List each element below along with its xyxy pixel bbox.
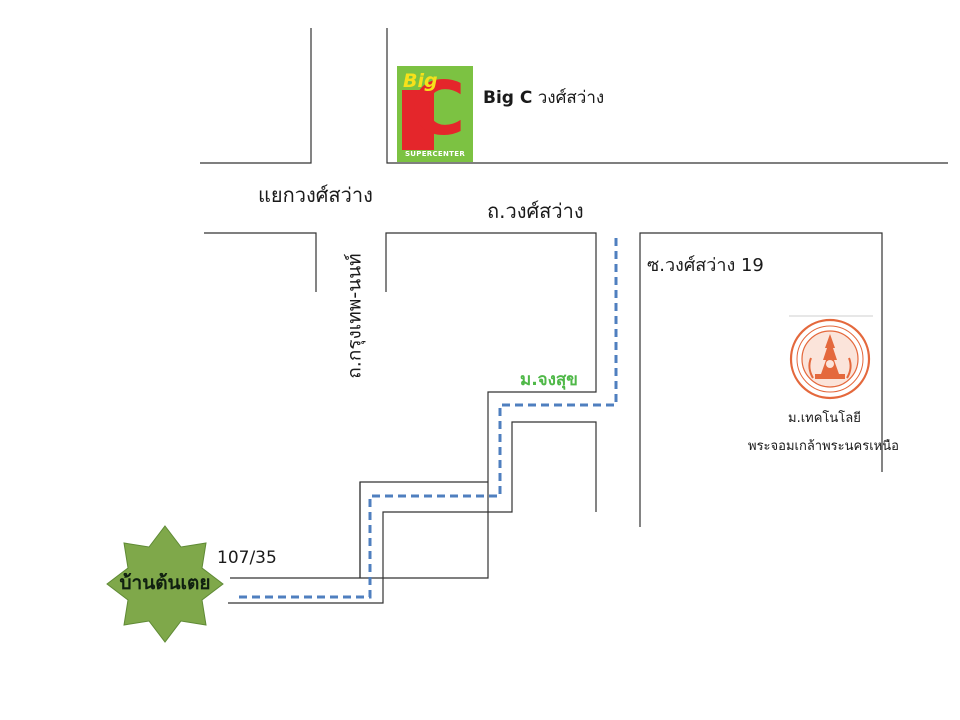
soi-19-label: ซ.วงศ์สว่าง 19 — [647, 255, 764, 276]
university-name-line1: ม.เทคโนโลยี — [788, 411, 861, 426]
home-label: บ้านต้นเตย — [119, 572, 211, 594]
home-star-icon — [106, 525, 224, 643]
bigc-logo: C Big SUPERCENTER — [397, 66, 473, 162]
bigc-logo-subtitle: SUPERCENTER — [404, 150, 466, 158]
university-name-line2: พระจอมเกล้าพระนครเหนือ — [748, 439, 899, 454]
road-edge — [386, 28, 948, 164]
route-path — [238, 238, 618, 599]
road-edge — [359, 481, 488, 578]
university-seal-icon — [789, 318, 871, 400]
road-edge — [204, 232, 317, 292]
intersection-label: แยกวงศ์สว่าง — [258, 183, 373, 207]
bigc-label: Big C วงศ์สว่าง — [483, 90, 604, 107]
road-edge — [228, 421, 597, 604]
bigc-logo-letter: C — [411, 66, 466, 152]
road-edge — [200, 28, 312, 164]
bigc-name-latin: Big C — [483, 88, 533, 108]
road-edge — [230, 232, 597, 579]
krungthep-nonthaburi-road-label: ถ.กรุงเทพ-นนท์ — [343, 253, 366, 379]
village-label: ม.จงสุข — [520, 370, 578, 390]
bigc-name-thai: วงศ์สว่าง — [537, 88, 605, 108]
wongsawang-road-label: ถ.วงศ์สว่าง — [487, 199, 584, 223]
bigc-logo-word: Big — [403, 70, 438, 92]
road-edge — [639, 232, 883, 527]
house-number-label: 107/35 — [217, 548, 277, 568]
bigc-logo-red-block — [402, 90, 434, 150]
